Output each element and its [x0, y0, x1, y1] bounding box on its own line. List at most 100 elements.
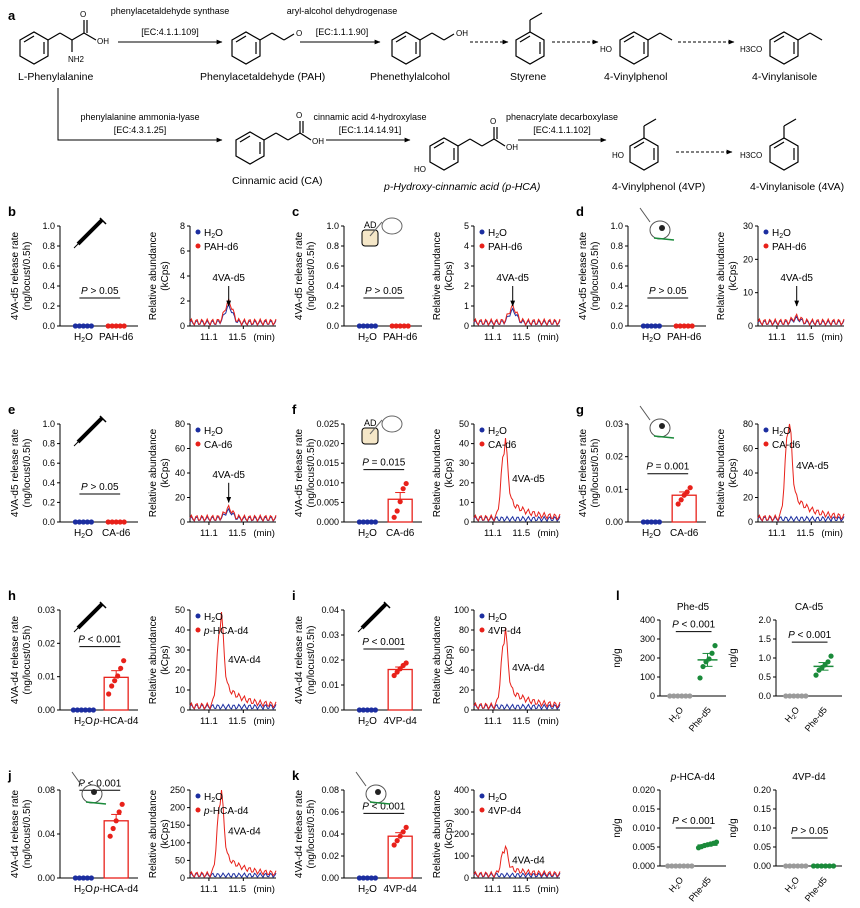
data-point	[673, 323, 679, 329]
y-tick-label: 0.03	[605, 419, 623, 429]
y-axis-label: (kCps)	[160, 645, 171, 674]
y-tick-label: 0.01	[37, 672, 55, 682]
legend-marker	[763, 441, 769, 447]
y-tick-label: 200	[640, 653, 655, 663]
locust-eye-icon	[659, 423, 665, 429]
struct-label: O	[296, 111, 302, 120]
structure-4vp	[629, 118, 659, 171]
legend-label: H2O	[772, 228, 791, 240]
y-tick-label: 8	[180, 221, 185, 231]
syringe-plunger	[99, 217, 107, 225]
y-tick-label: 0.6	[42, 261, 55, 271]
y-axis-label: (ng/locust/0.5h)	[306, 626, 317, 695]
panel-letter: c	[292, 204, 299, 219]
x-tick-label: 11.5	[512, 716, 530, 727]
struct-label: OH	[456, 29, 468, 38]
data-point	[652, 519, 659, 525]
data-point	[700, 663, 706, 670]
panel-letter: l	[616, 588, 620, 603]
y-tick-label: 0.8	[42, 241, 55, 251]
legend-label: H2O	[488, 792, 507, 804]
y-axis-label: Relative abundance	[432, 615, 443, 704]
compound-name: Cinnamic acid (CA)	[232, 175, 322, 187]
pathway-diagram: a O OH NH2 L-Phenylalanine phenylacetald…	[8, 6, 844, 193]
enzyme-name: cinnamic acid 4-hydroxylase	[313, 112, 426, 122]
x-tick-label: 11.1	[768, 332, 786, 343]
struct-label: HO	[414, 165, 426, 174]
struct-label: OH	[97, 37, 109, 46]
y-tick-label: 60	[459, 645, 469, 655]
data-point	[356, 875, 362, 881]
peak-label: 4VA-d5	[780, 273, 813, 284]
data-point	[644, 323, 651, 329]
legend-marker	[195, 793, 201, 799]
y-tick-label: 400	[454, 785, 469, 795]
data-point	[80, 875, 86, 881]
data-point	[787, 693, 793, 699]
data-point	[72, 519, 78, 525]
data-point	[828, 653, 834, 659]
y-tick-label: 0.000	[632, 861, 655, 871]
data-point	[107, 833, 113, 839]
data-point	[394, 838, 400, 844]
syringe-icon	[360, 602, 388, 630]
structure-4-vinylanisole	[769, 31, 823, 65]
data-point	[677, 323, 683, 329]
y-axis-label: Relative abundance	[432, 789, 443, 878]
syringe-plunger	[383, 601, 391, 609]
enzyme-ec: [EC:4.1.1.109]	[141, 27, 199, 37]
x-tick-label: Phe-d5	[687, 705, 713, 734]
data-point	[697, 675, 703, 681]
y-tick-label: 0.0	[326, 321, 339, 331]
y-axis-label: Relative abundance	[148, 231, 159, 320]
subplot-title: p-HCA-d4	[670, 772, 716, 783]
compound-name: 4-Vinylanisole	[752, 71, 817, 83]
structure-4va	[769, 118, 799, 171]
x-unit-label: (min)	[537, 884, 559, 895]
p-value: P > 0.05	[791, 826, 829, 837]
data-point	[368, 707, 374, 713]
data-point	[372, 707, 378, 713]
legend-label: H2O	[772, 426, 791, 438]
legend-label: CA-d6	[204, 440, 233, 451]
y-tick-label: 0.06	[321, 807, 339, 817]
subplot-title: 4VP-d4	[792, 772, 826, 783]
y-tick-label: 0.020	[632, 785, 655, 795]
data-point	[389, 323, 395, 329]
data-point	[673, 863, 679, 869]
legend-label: PAH-d6	[488, 242, 523, 253]
y-tick-label: 0.04	[321, 829, 339, 839]
x-tick-label: PAH-d6	[383, 332, 418, 343]
antenna-icon	[639, 207, 651, 223]
data-point	[82, 707, 88, 713]
y-tick-label: 50	[175, 605, 185, 615]
y-tick-label: 0	[180, 873, 185, 883]
legend-label: H2O	[204, 792, 223, 804]
subplot-title: CA-d5	[795, 602, 824, 613]
data-point	[109, 519, 115, 525]
data-point	[685, 863, 691, 869]
vial-icon	[361, 427, 379, 445]
y-axis-label: ng/g	[612, 818, 623, 837]
y-axis-label: Relative abundance	[432, 231, 443, 320]
data-point	[397, 833, 403, 839]
y-axis-label: 4VA-d5 release rate	[294, 231, 305, 320]
y-axis-label: (ng/locust/0.5h)	[22, 242, 33, 311]
y-tick-label: 0.08	[321, 785, 339, 795]
y-axis-label: (ng/locust/0.5h)	[306, 800, 317, 869]
data-point	[791, 863, 797, 869]
data-point	[391, 842, 397, 848]
data-point	[368, 323, 374, 329]
y-axis-label: Relative abundance	[148, 615, 159, 704]
panel-letter: e	[8, 402, 15, 417]
data-point	[84, 323, 90, 329]
y-tick-label: 0.005	[316, 497, 339, 507]
y-tick-label: 80	[459, 625, 469, 635]
data-point	[364, 707, 370, 713]
x-tick-label: 11.1	[484, 332, 502, 343]
y-axis-label: (kCps)	[160, 819, 171, 848]
